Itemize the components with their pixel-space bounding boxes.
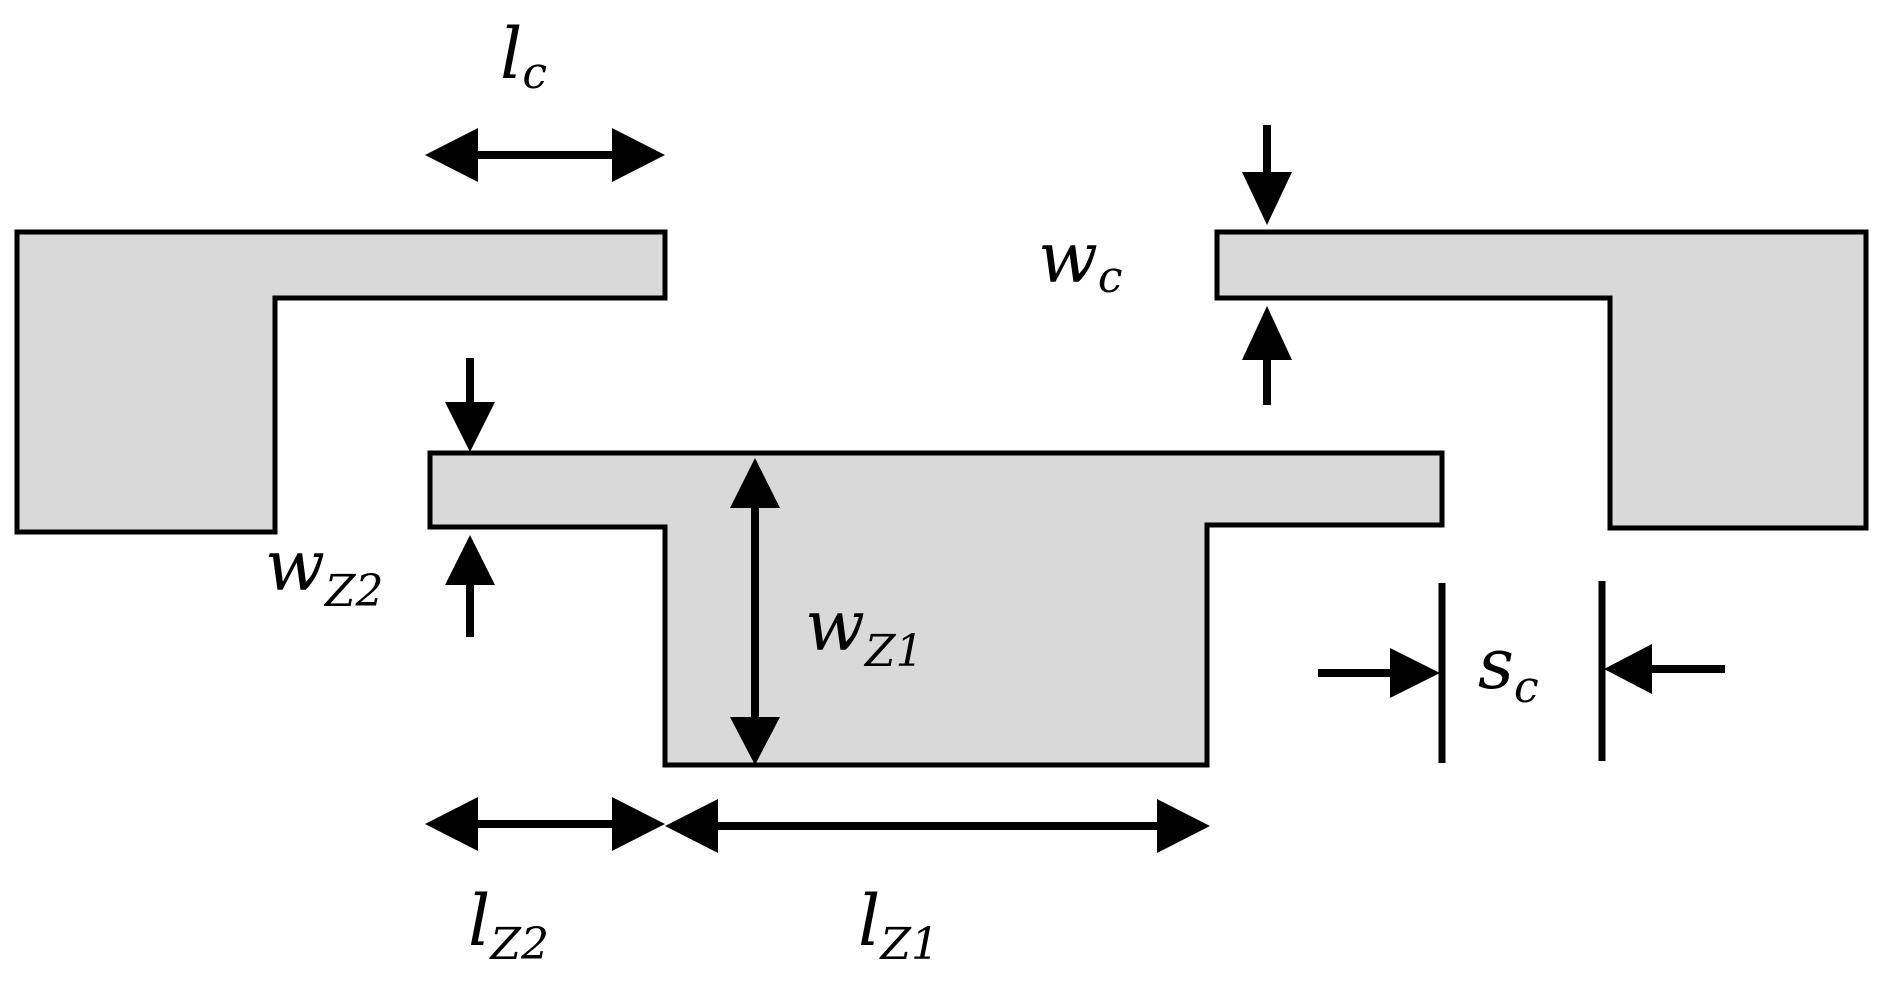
sc-dimension-arrows [1318, 581, 1725, 763]
stepped-impedance-resonator [427, 450, 1445, 768]
label-lc: lc [500, 13, 547, 99]
wz2-dimension-arrows [445, 358, 495, 637]
lz1-dimension-arrow [665, 799, 1210, 853]
label-lz1: lZ1 [858, 880, 939, 970]
wz1-dimension-arrow [730, 458, 780, 765]
label-lz2: lZ2 [468, 880, 549, 970]
wc-dimension-arrows [1242, 125, 1292, 405]
right-coupling-line [1214, 229, 1869, 531]
left-coupling-line [14, 229, 668, 535]
lc-dimension-arrow [425, 128, 665, 182]
label-wc: wc [1038, 217, 1123, 303]
lz2-dimension-arrow [425, 797, 665, 851]
label-wz1: wZ1 [805, 585, 924, 677]
label-wz2: wZ2 [265, 525, 384, 617]
label-sc: sc [1478, 623, 1539, 713]
